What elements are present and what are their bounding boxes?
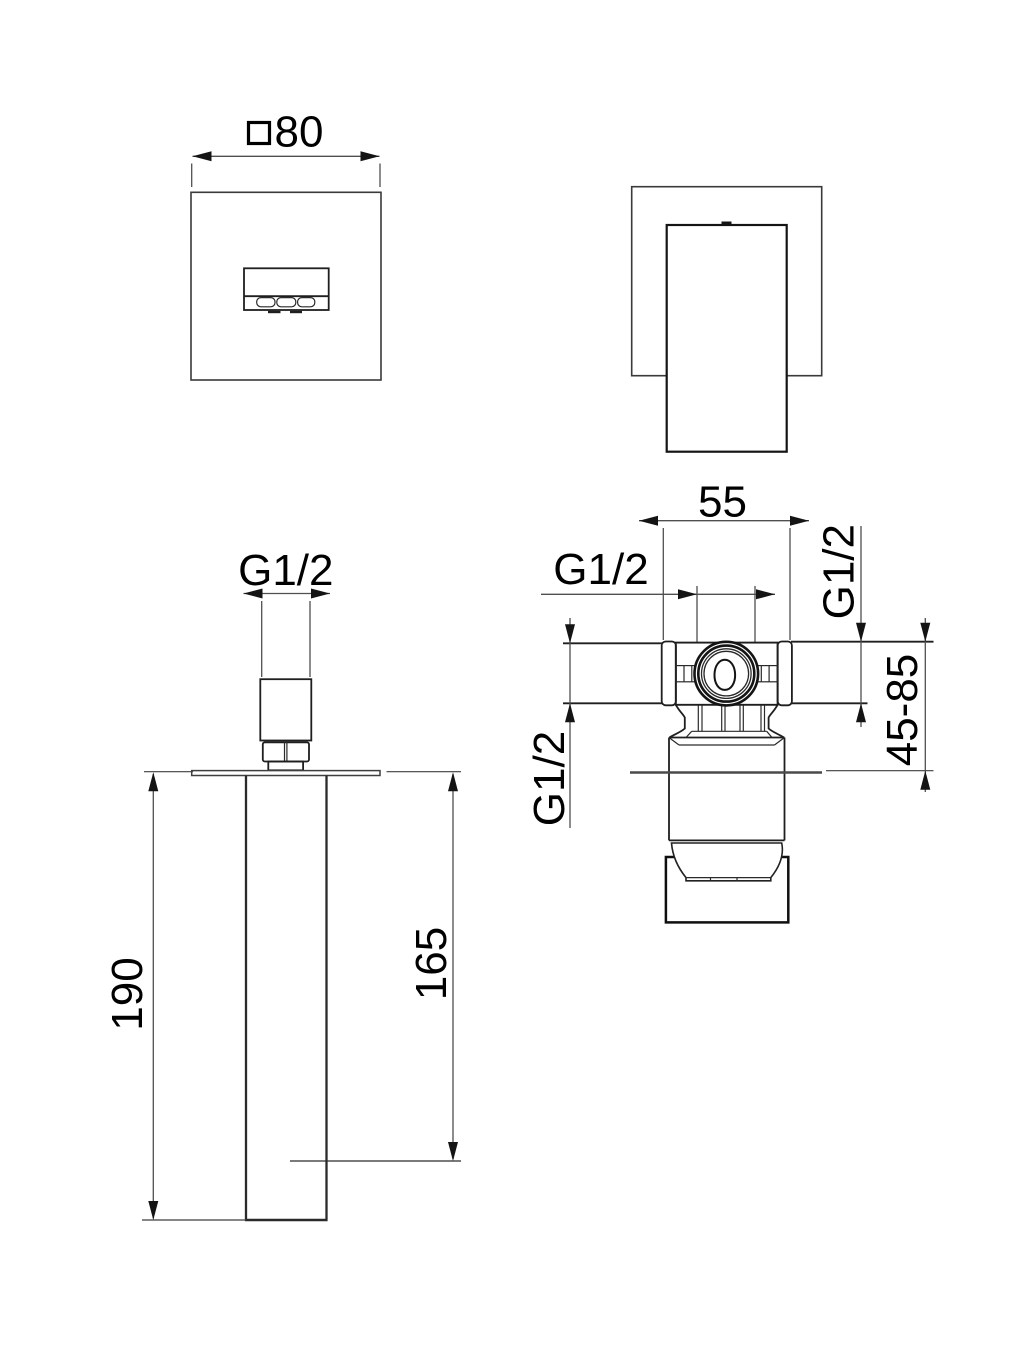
spout-tube: [244, 775, 328, 1222]
connector-nut: [261, 741, 310, 763]
wall-plate-front: [190, 191, 382, 381]
dim-label-g12-right: G1/2: [815, 524, 864, 619]
spout-outlet-front: [243, 267, 330, 314]
spout-view: G1/2: [103, 546, 461, 1222]
dim-label-g12-top: G1/2: [553, 545, 648, 594]
dim-thread-g12-spout: G1/2: [238, 546, 333, 677]
dim-label-80: 80: [275, 108, 324, 157]
protection-cup: [670, 842, 784, 882]
square-dimension-symbol: [246, 120, 272, 146]
dim-width-80: 80: [191, 108, 381, 187]
port-mark: [721, 221, 732, 226]
valve-left-cap: [660, 640, 677, 707]
dim-thread-g12-right: G1/2: [815, 524, 866, 727]
dim-label-45-85: 45-85: [878, 654, 927, 767]
spout-body-side: [665, 223, 788, 453]
dim-depth-45-85: 45-85: [826, 618, 934, 792]
dim-length-165: 165: [386, 771, 461, 1161]
dim-length-190: 190: [103, 771, 246, 1221]
dim-thread-g12-left: G1/2: [525, 618, 575, 828]
dim-label-190: 190: [103, 957, 152, 1030]
dim-thread-g12-top: G1/2: [541, 545, 775, 642]
arrowhead-right: [360, 151, 380, 162]
spout-connector: [259, 678, 313, 772]
front-plate-view: 80: [190, 108, 382, 381]
valve-view: 55 G1/2: [525, 478, 934, 924]
dim-label-g12-left: G1/2: [525, 731, 574, 826]
valve-body: [660, 640, 793, 924]
aerator-slot: [297, 297, 316, 308]
supply-pipes: [563, 640, 934, 705]
cartridge-keyhole: [713, 658, 737, 691]
valve-waist: [669, 704, 785, 739]
dim-width-55: 55: [639, 478, 809, 640]
aerator-slot: [276, 297, 297, 308]
aerator-slot: [256, 297, 276, 308]
wall-plate-edge: [190, 769, 381, 777]
side-plate-view: [630, 185, 823, 453]
dim-label-g12-spout: G1/2: [238, 546, 333, 595]
arrowhead-left: [192, 151, 212, 162]
valve-right-cap: [776, 640, 793, 707]
dim-label-55: 55: [698, 478, 747, 527]
connector-stub: [267, 760, 304, 772]
valve-cylinder: [668, 736, 786, 842]
cartridge-rings: [693, 640, 760, 707]
dim-label-165: 165: [407, 927, 456, 1000]
